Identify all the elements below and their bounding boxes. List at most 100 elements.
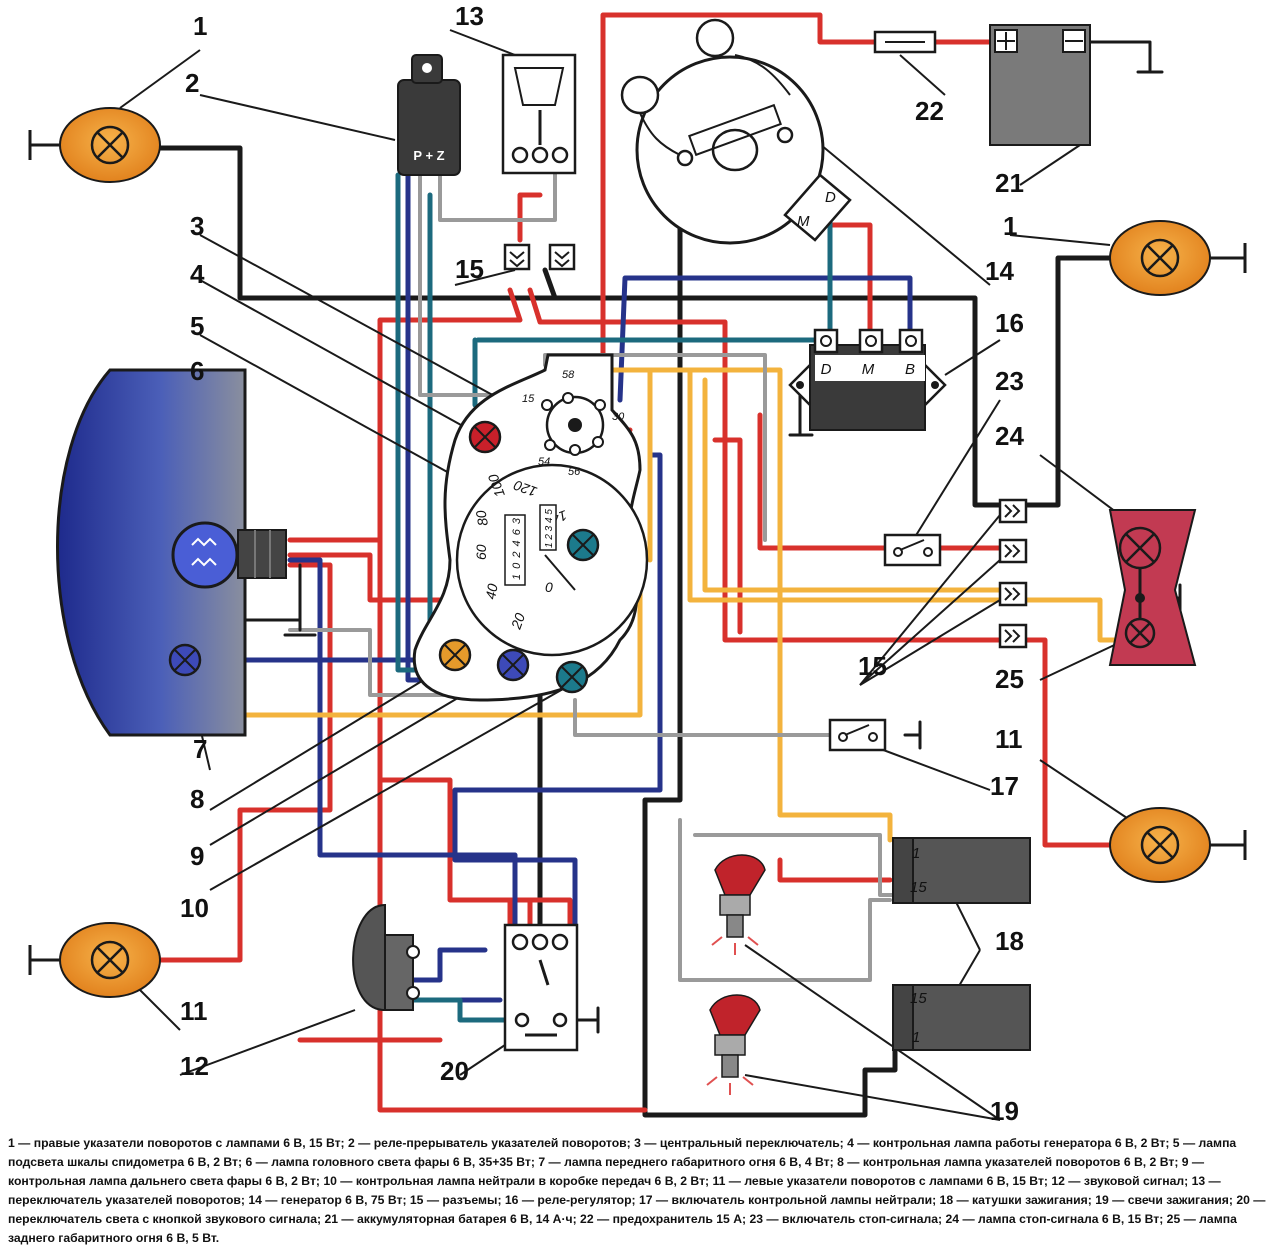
callout-12: 12 bbox=[180, 1051, 209, 1081]
turn-indicator-right-rear bbox=[1109, 220, 1247, 296]
callout-17: 17 bbox=[990, 771, 1019, 801]
turn-lamp-icon bbox=[1140, 238, 1180, 278]
switch-terminal-56: 56 bbox=[568, 466, 581, 478]
callout-19: 19 bbox=[990, 1096, 1019, 1125]
switch-terminal-30: 30 bbox=[612, 411, 625, 423]
turn-lamp-icon bbox=[90, 940, 130, 980]
neutral-switch bbox=[828, 718, 887, 752]
headlamp-connector bbox=[237, 529, 287, 579]
callout-24: 24 bbox=[995, 421, 1024, 451]
speed-tick: 40 bbox=[482, 582, 500, 600]
wiring-diagram: P + Z D M bbox=[28, 1, 1247, 1125]
turn-indicator-left-rear bbox=[1109, 807, 1247, 883]
fuse bbox=[873, 30, 937, 54]
regulator-terminal-d: D bbox=[821, 361, 832, 378]
callout-6: 6 bbox=[190, 356, 204, 386]
callout-8: 8 bbox=[190, 784, 204, 814]
turn-lamp-icon bbox=[1140, 825, 1180, 865]
stop-light-switch bbox=[883, 533, 942, 567]
generator-terminal-d: D bbox=[825, 189, 836, 206]
speedometer-backlight-lamp-icon bbox=[566, 528, 600, 562]
speed-tick: 20 bbox=[507, 611, 528, 632]
callout-labels: 1 2 3 4 5 6 7 8 9 10 11 12 13 14 15 16 1… bbox=[180, 1, 1024, 1125]
leader-lines bbox=[119, 29, 1131, 1121]
yellow-wires bbox=[182, 367, 1123, 843]
speed-tick: 100 bbox=[485, 472, 508, 500]
connectors-rear bbox=[998, 498, 1028, 649]
battery bbox=[989, 24, 1091, 146]
turn-pilot-lamp-icon bbox=[438, 638, 472, 672]
callout-1: 1 bbox=[193, 11, 207, 41]
voltage-regulator: D M B bbox=[788, 328, 947, 431]
speed-tick: 60 bbox=[473, 544, 489, 560]
callout-3: 3 bbox=[190, 211, 204, 241]
connector-pair-top bbox=[503, 243, 576, 271]
rear-light bbox=[1108, 509, 1197, 666]
callout-16: 16 bbox=[995, 308, 1024, 338]
switch-terminal-58: 58 bbox=[562, 369, 575, 381]
callout-2: 2 bbox=[185, 68, 199, 98]
callout-25: 25 bbox=[995, 664, 1024, 694]
headlight-bulb-icon bbox=[171, 521, 239, 589]
instrument-cluster: 0 20 40 60 80 100 120 140 1 0 2 4 6 3 1 … bbox=[412, 353, 649, 702]
speed-tick: 80 bbox=[472, 509, 490, 527]
turn-indicator-left-front bbox=[28, 922, 161, 998]
neutral-pilot-lamp-icon bbox=[555, 660, 589, 694]
callout-14: 14 bbox=[985, 256, 1014, 286]
coil-terminal-15: 15 bbox=[910, 879, 927, 896]
callout-9: 9 bbox=[190, 841, 204, 871]
callout-20: 20 bbox=[440, 1056, 469, 1086]
odometer-window bbox=[504, 514, 526, 586]
turn-signal-relay: P + Z bbox=[397, 54, 461, 176]
connector bbox=[998, 498, 1028, 524]
switch-terminal-54: 54 bbox=[538, 456, 550, 468]
regulator-terminal-b: B bbox=[905, 361, 915, 378]
connector bbox=[998, 538, 1028, 564]
ignition-coil-top: 1 15 bbox=[892, 837, 1031, 904]
parking-lamp-icon bbox=[168, 643, 202, 677]
connector bbox=[998, 581, 1028, 607]
callout-5: 5 bbox=[190, 311, 204, 341]
trip-digits: 1 2 3 4 5 bbox=[544, 509, 555, 548]
callout-1-right: 1 bbox=[1003, 211, 1017, 241]
callout-7: 7 bbox=[193, 734, 207, 764]
odometer-digits: 1 0 2 4 6 3 bbox=[511, 517, 523, 580]
callout-10: 10 bbox=[180, 893, 209, 923]
spark-plug-icon bbox=[706, 994, 761, 1095]
spark-plug-icon bbox=[711, 854, 766, 955]
turn-switch bbox=[501, 53, 577, 175]
trip-window bbox=[539, 504, 557, 551]
callout-11-left: 11 bbox=[180, 996, 208, 1026]
callout-13: 13 bbox=[455, 1, 484, 31]
callout-15-right: 15 bbox=[858, 651, 887, 681]
turn-lamp-icon bbox=[90, 125, 130, 165]
legend-caption: 1 — правые указатели поворотов с лампами… bbox=[8, 1136, 1266, 1245]
speed-tick: 0 bbox=[545, 579, 553, 595]
switch-terminal-15: 15 bbox=[522, 393, 535, 405]
callout-22: 22 bbox=[915, 96, 944, 126]
callout-21: 21 bbox=[995, 168, 1024, 198]
relay-terminal-label: P + Z bbox=[413, 148, 444, 163]
regulator-terminal-m: M bbox=[862, 361, 875, 378]
callout-23: 23 bbox=[995, 366, 1024, 396]
speed-tick: 120 bbox=[511, 477, 539, 500]
headlamp bbox=[56, 368, 287, 737]
generator-warning-lamp-icon bbox=[468, 420, 502, 454]
high-beam-pilot-lamp-icon bbox=[496, 648, 530, 682]
callout-15-top: 15 bbox=[455, 254, 484, 284]
speedometer-scale: 0 20 40 60 80 100 120 140 bbox=[472, 472, 569, 632]
generator-terminal-m: M bbox=[797, 213, 810, 230]
light-switch bbox=[503, 923, 579, 1052]
ignition-coil-bottom: 15 1 bbox=[892, 984, 1031, 1051]
coil-terminal-1: 1 bbox=[912, 1029, 920, 1046]
horn-icon bbox=[352, 903, 420, 1012]
coil-terminal-1: 1 bbox=[912, 845, 920, 862]
connector bbox=[998, 623, 1028, 649]
generator: D M bbox=[620, 18, 852, 245]
turn-indicator-right-front bbox=[28, 107, 161, 183]
callout-11-right: 11 bbox=[995, 724, 1023, 754]
black-wires bbox=[147, 145, 1121, 1118]
callout-18: 18 bbox=[995, 926, 1024, 956]
coil-terminal-15: 15 bbox=[910, 990, 927, 1007]
callout-4: 4 bbox=[190, 259, 205, 289]
